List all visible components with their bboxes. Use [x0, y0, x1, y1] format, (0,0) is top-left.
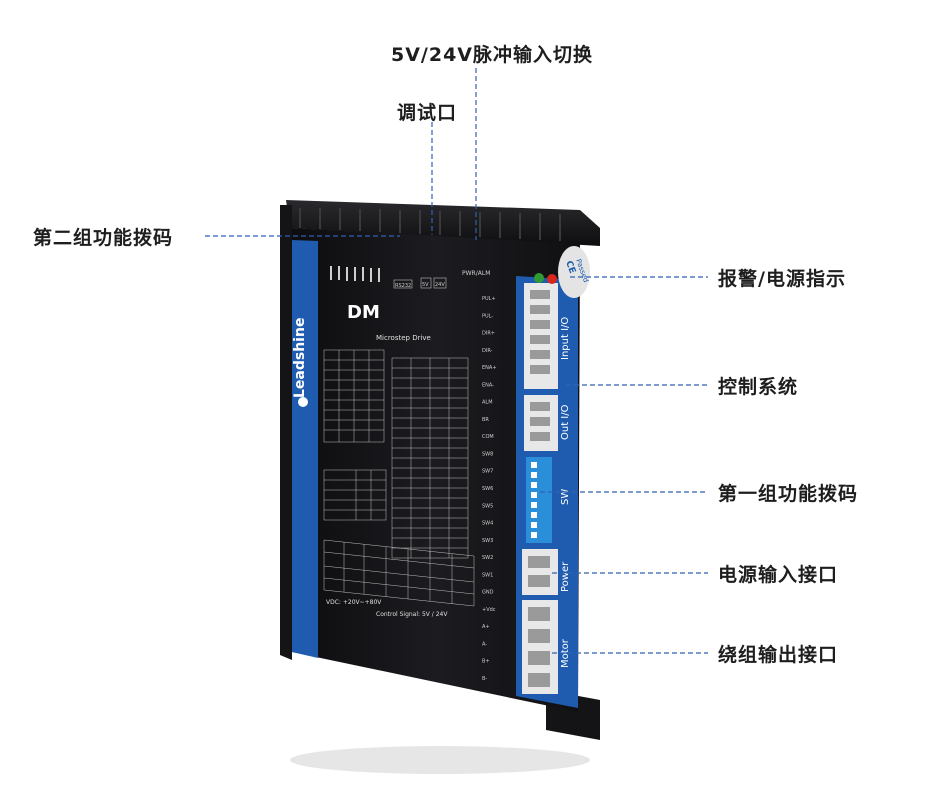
input-io-pins — [530, 290, 550, 374]
pin-label: GND — [482, 590, 494, 596]
dip2-tiny-labels — [330, 266, 380, 282]
pin-label: BR — [482, 417, 489, 423]
pin-label: ENA- — [482, 382, 494, 388]
callout-alarm-led: 报警/电源指示 — [718, 268, 846, 290]
power-connector — [522, 549, 558, 595]
pin-label: SW1 — [482, 572, 493, 578]
sw-label: SW — [560, 489, 571, 505]
output-io-label: Out I/O — [560, 404, 571, 440]
switch-5v-label: 5V — [422, 282, 429, 288]
pin-label: DIR+ — [482, 331, 495, 337]
pin-label: A- — [482, 641, 487, 647]
pin-label: B+ — [482, 659, 490, 665]
pin-labels: PUL+ PUL- DIR+ DIR- ENA+ ENA- ALM BR COM SW8SW7SW… — [482, 296, 497, 682]
pin-label: PUL+ — [482, 296, 496, 302]
pin-label: +Vdc — [482, 607, 496, 613]
dip-switch-toggles — [531, 462, 537, 538]
callout-winding-output: 绕组输出接口 — [718, 644, 839, 666]
brand-label: Leadshine — [292, 318, 308, 398]
pin-label: COM — [482, 434, 494, 440]
pin-label: ENA+ — [482, 365, 497, 371]
pin-label: SW8 — [482, 451, 493, 457]
switch-5v-box — [420, 277, 432, 289]
model-name: DM — [347, 302, 380, 323]
pin-label: SW4 — [482, 521, 493, 527]
brand-side-panel — [292, 240, 318, 658]
callout-dip-group1: 第一组功能拨码 — [718, 483, 859, 505]
callout-power-input: 电源输入接口 — [718, 564, 839, 586]
alarm-led — [547, 274, 557, 284]
motor-pins — [528, 607, 550, 687]
ce-label: CE — [563, 260, 577, 275]
pwr-alm-label: PWR/ALM — [462, 270, 490, 277]
pin-label: B- — [482, 676, 487, 682]
pin-label: A+ — [482, 624, 490, 630]
pin-label: SW7 — [482, 469, 493, 475]
pin-label: SW3 — [482, 538, 493, 544]
brand-logo-icon — [298, 397, 308, 407]
power-label: Power — [560, 561, 571, 592]
rs232-label: RS232 — [395, 283, 411, 289]
pin-label: DIR- — [482, 348, 493, 354]
heatsink-top — [286, 200, 600, 246]
current-table — [323, 349, 385, 443]
ce-badge — [558, 246, 590, 298]
power-led — [534, 273, 544, 283]
control-signal-label: Control Signal: 5V / 24V — [376, 611, 448, 618]
callout-pulse-switch: 5V/24V脉冲输入切换 — [391, 44, 594, 66]
pulse-table — [391, 357, 469, 559]
pin-label: SW2 — [482, 555, 493, 561]
input-io-label: Input I/O — [560, 317, 571, 360]
model-subtitle: Microstep Drive — [376, 334, 431, 342]
dip-switch-group1 — [526, 457, 552, 543]
motor-label: Motor — [560, 638, 571, 668]
pin-label: SW6 — [482, 486, 493, 492]
callout-debug-port: 调试口 — [397, 102, 458, 124]
pin-label: PUL- — [482, 313, 493, 319]
rs232-box — [393, 279, 413, 289]
power-pins — [528, 556, 550, 587]
floor-shadow — [290, 746, 590, 774]
callout-dip-group2: 第二组功能拨码 — [33, 227, 174, 249]
leader-lines — [205, 68, 708, 654]
pin-label: SW5 — [482, 503, 493, 509]
switch-24v-box — [433, 277, 447, 289]
heatsink-fins — [299, 208, 561, 241]
mode-table — [323, 539, 475, 607]
switch-24v-label: 24V — [435, 282, 445, 288]
vdc-label: VDC: +20V~+80V — [326, 599, 382, 606]
output-io-pins — [530, 402, 550, 441]
callout-control-system: 控制系统 — [718, 376, 799, 398]
pin-label: ALM — [482, 400, 493, 406]
smoothing-table — [323, 469, 387, 521]
heatsink-flange-left — [280, 205, 292, 660]
